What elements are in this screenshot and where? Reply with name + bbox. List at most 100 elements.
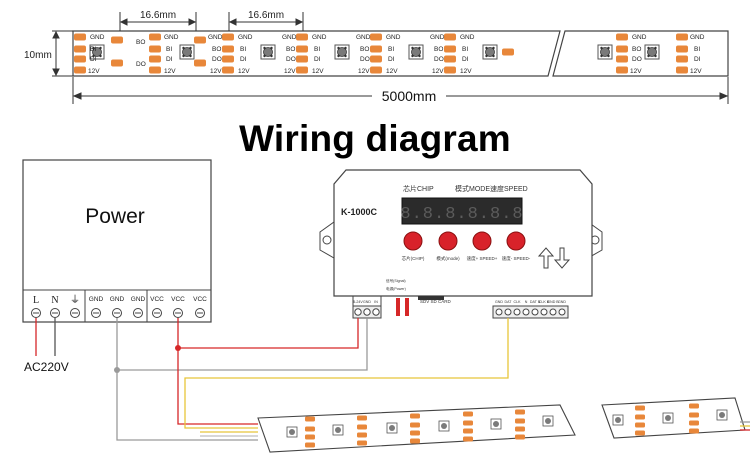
header-speed-label: 速度SPEED [490, 184, 528, 193]
pin-label-di: DI [462, 56, 469, 63]
pin-label-do: DO [434, 56, 444, 63]
terminal-label-vcc: VCC [171, 296, 185, 303]
pin-label-bo: BO [360, 46, 369, 53]
wires [116, 318, 509, 441]
pin-label-12v: 12V [386, 68, 398, 75]
right-terminal-label: GND [495, 300, 503, 304]
pin-label-gnd: GND [690, 34, 705, 41]
pin-label-bo: BO [434, 46, 443, 53]
model-label: K-1000C [341, 207, 378, 217]
seven-segment-display: 8.8.8.8.8.8 [400, 205, 523, 224]
power-supply [22, 159, 212, 323]
pin-label-di: DI [314, 56, 321, 63]
left-terminal-label: 5-24V [353, 300, 363, 304]
pin-label-bi: BI [694, 46, 700, 53]
pin-label-12v: 12V [630, 68, 642, 75]
pin-label-12v: 12V [88, 68, 100, 75]
pin-label-gnd: GND [430, 34, 445, 41]
pin-label-bo: BO [286, 46, 295, 53]
right-terminal-label: N [525, 300, 528, 304]
right-terminal-label: GND B [547, 300, 559, 304]
pin-label-12v: 12V [284, 68, 296, 75]
pin-label-bi: BI [90, 46, 96, 53]
sd-card-label: SDV SD CARD [420, 299, 452, 304]
pin-label-gnd: GND [386, 34, 401, 41]
earth-icon: ⏚ [70, 294, 80, 306]
pin-label-gnd: GND [632, 34, 647, 41]
terminal-label-n: N [51, 295, 58, 306]
right-terminal-label: CLK B [539, 300, 550, 304]
bottom-led-strip [257, 397, 750, 453]
pitch-dimension-2 [228, 12, 304, 31]
junction-dot [175, 345, 181, 351]
signal-small-label: 信号(Signal) [386, 278, 406, 283]
terminal-label-l: L [33, 295, 39, 306]
terminal-label-vcc: VCC [193, 296, 207, 303]
pin-label-12v: 12V [460, 68, 472, 75]
pin-label-12v: 12V [690, 68, 702, 75]
pin-label-12v: 12V [238, 68, 250, 75]
speed-down-button-label: 速度- SPEED- [502, 255, 531, 262]
pin-label-bi: BI [388, 46, 394, 53]
pin-label-bo: BO [136, 39, 145, 46]
page-title: Wiring diagram [239, 118, 511, 159]
top-led-strip: GND BI DI 12V BO DO GND BI DI 12V GND BO… [72, 30, 729, 77]
terminal-label-vcc: VCC [150, 296, 164, 303]
right-terminal-label: CLK [514, 300, 522, 304]
power-input-small-label: 电源(Power) [386, 286, 406, 291]
pin-label-12v: 12V [210, 68, 222, 75]
pin-label-do: DO [136, 61, 146, 68]
pin-label-do: DO [286, 56, 296, 63]
pin-label-do: DO [360, 56, 370, 63]
pin-label-bi: BI [314, 46, 320, 53]
pin-label-gnd: GND [164, 34, 179, 41]
chip-button-label: 芯片(CHIP) [402, 255, 425, 262]
left-terminal-label: IN [374, 300, 378, 304]
pin-label-bo: BO [212, 46, 221, 53]
pin-label-di: DI [694, 56, 701, 63]
ac-input-wires [35, 318, 56, 356]
pin-label-gnd: GND [282, 34, 297, 41]
terminal-label-gnd: GND [131, 296, 146, 303]
right-terminal-label: DAT B [530, 300, 541, 304]
controller-k1000c [319, 169, 603, 319]
pin-label-do: DO [632, 56, 642, 63]
pin-label-gnd: GND [312, 34, 327, 41]
pitch-dimension-1 [119, 12, 197, 31]
pin-label-gnd: GND [238, 34, 253, 41]
pitch-label-2: 16.6mm [248, 10, 284, 21]
pitch-label-1: 16.6mm [140, 10, 176, 21]
pin-label-bo: BO [632, 46, 641, 53]
pin-label-bi: BI [166, 46, 172, 53]
junction-dot [114, 367, 120, 373]
width-label: 10mm [24, 50, 52, 61]
left-terminal-label: GND [363, 300, 371, 304]
width-dimension [52, 30, 73, 77]
pin-label-12v: 12V [164, 68, 176, 75]
pin-label-12v: 12V [432, 68, 444, 75]
pin-label-gnd: GND [356, 34, 371, 41]
pin-label-di: DI [90, 56, 97, 63]
terminal-label-gnd: GND [110, 296, 125, 303]
pin-label-bi: BI [240, 46, 246, 53]
header-mode-label: 模式MODE [455, 184, 490, 193]
pin-label-12v: 12V [312, 68, 324, 75]
mode-button-label: 模式(mode) [436, 255, 460, 262]
pin-label-di: DI [240, 56, 247, 63]
pin-label-di: DI [166, 56, 173, 63]
pin-label-di: DI [388, 56, 395, 63]
pin-label-gnd: GND [90, 34, 105, 41]
speed-up-button-label: 速度+ SPEED+ [467, 255, 498, 262]
pin-label-do: DO [212, 56, 222, 63]
pin-label-gnd: GND [460, 34, 475, 41]
right-terminal-label: GND [558, 300, 566, 304]
header-chip-label: 芯片CHIP [403, 184, 434, 193]
ac-input-label: AC220V [24, 360, 69, 374]
right-terminal-label: DAT [505, 300, 513, 304]
pin-label-bi: BI [462, 46, 468, 53]
terminal-label-gnd: GND [89, 296, 104, 303]
length-label: 5000mm [382, 88, 436, 104]
pin-label-gnd: GND [208, 34, 223, 41]
pin-label-12v: 12V [358, 68, 370, 75]
